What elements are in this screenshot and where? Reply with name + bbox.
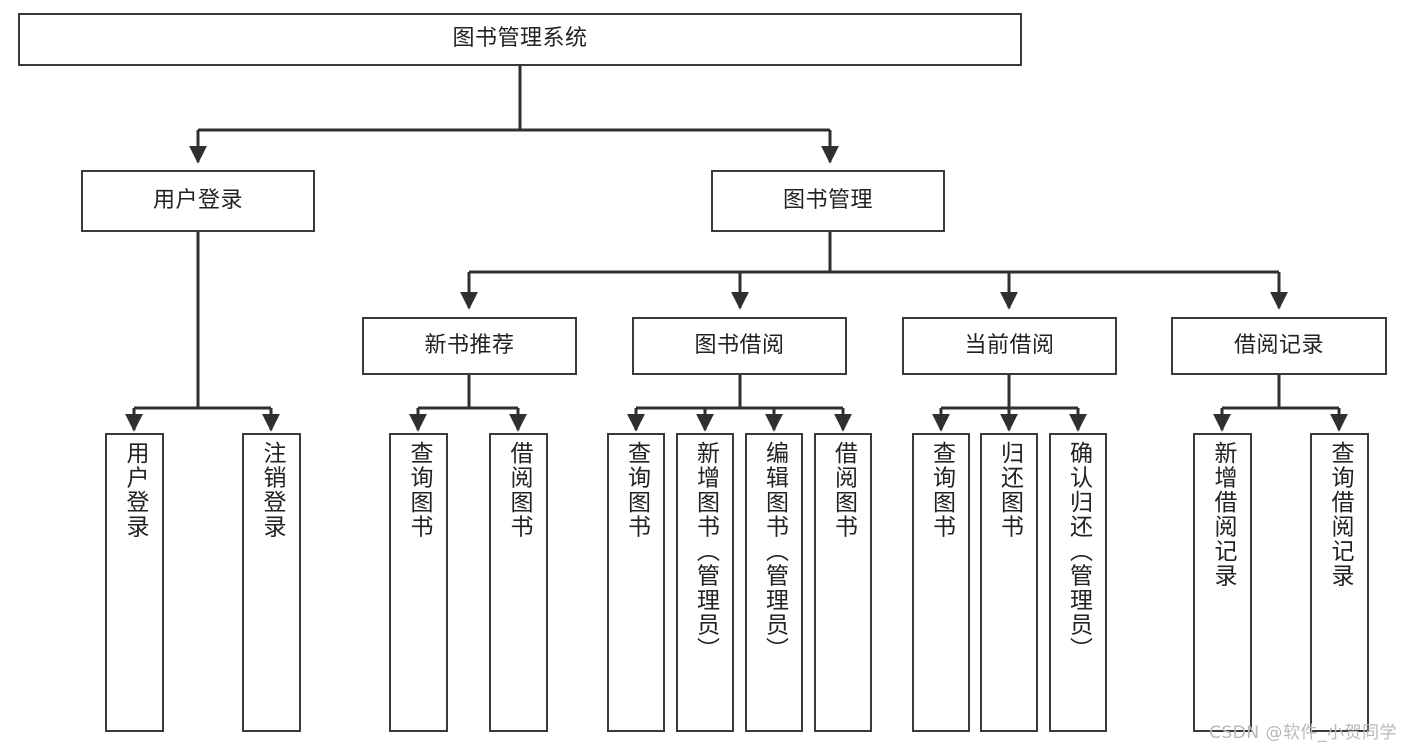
leaf-borrow-book-2-label: 借阅图书	[830, 441, 857, 539]
leaf-confirm-return[interactable]: 确认归还（管理员）	[1049, 433, 1107, 732]
leaf-query-record-label: 查询借阅记录	[1327, 441, 1353, 588]
leaf-query-book-3[interactable]: 查询图书	[912, 433, 970, 732]
node-new-book-recommend[interactable]: 新书推荐	[362, 317, 577, 375]
node-root-label: 图书管理系统	[452, 26, 588, 52]
node-root[interactable]: 图书管理系统	[18, 13, 1022, 66]
leaf-return-book-label: 归还图书	[996, 441, 1023, 539]
node-new-book-recommend-label: 新书推荐	[424, 332, 515, 358]
leaf-logout-login-label: 注销登录	[259, 441, 285, 539]
leaf-confirm-return-label: 确认归还（管理员）	[1065, 441, 1092, 662]
node-user-login-label: 用户登录	[152, 187, 243, 213]
node-book-borrow[interactable]: 图书借阅	[632, 317, 847, 375]
leaf-query-book-1[interactable]: 查询图书	[389, 433, 448, 732]
node-borrow-record-label: 借阅记录	[1233, 332, 1324, 358]
leaf-user-login[interactable]: 用户登录	[105, 433, 164, 732]
node-current-borrow-label: 当前借阅	[964, 332, 1055, 358]
leaf-query-book-2-label: 查询图书	[623, 441, 650, 539]
node-borrow-record[interactable]: 借阅记录	[1171, 317, 1387, 375]
node-book-management-label: 图书管理	[782, 187, 873, 213]
leaf-edit-book-label: 编辑图书（管理员）	[761, 441, 788, 662]
node-current-borrow[interactable]: 当前借阅	[902, 317, 1117, 375]
node-book-borrow-label: 图书借阅	[694, 332, 785, 358]
leaf-edit-book[interactable]: 编辑图书（管理员）	[745, 433, 803, 732]
leaf-query-record[interactable]: 查询借阅记录	[1310, 433, 1369, 732]
leaf-borrow-book-1[interactable]: 借阅图书	[489, 433, 548, 732]
leaf-query-book-2[interactable]: 查询图书	[607, 433, 665, 732]
leaf-borrow-book-1-label: 借阅图书	[506, 441, 532, 539]
leaf-add-record-label: 新增借阅记录	[1210, 441, 1236, 588]
leaf-return-book[interactable]: 归还图书	[980, 433, 1038, 732]
leaf-add-record[interactable]: 新增借阅记录	[1193, 433, 1252, 732]
leaf-query-book-3-label: 查询图书	[928, 441, 955, 539]
leaf-add-book-label: 新增图书（管理员）	[692, 441, 719, 662]
node-user-login[interactable]: 用户登录	[81, 170, 315, 232]
leaf-query-book-1-label: 查询图书	[406, 441, 432, 539]
leaf-user-login-label: 用户登录	[122, 441, 148, 539]
csdn-watermark: CSDN @软件_小贺同学	[1209, 723, 1397, 743]
leaf-add-book[interactable]: 新增图书（管理员）	[676, 433, 734, 732]
leaf-logout-login[interactable]: 注销登录	[242, 433, 301, 732]
node-book-management[interactable]: 图书管理	[711, 170, 945, 232]
leaf-borrow-book-2[interactable]: 借阅图书	[814, 433, 872, 732]
